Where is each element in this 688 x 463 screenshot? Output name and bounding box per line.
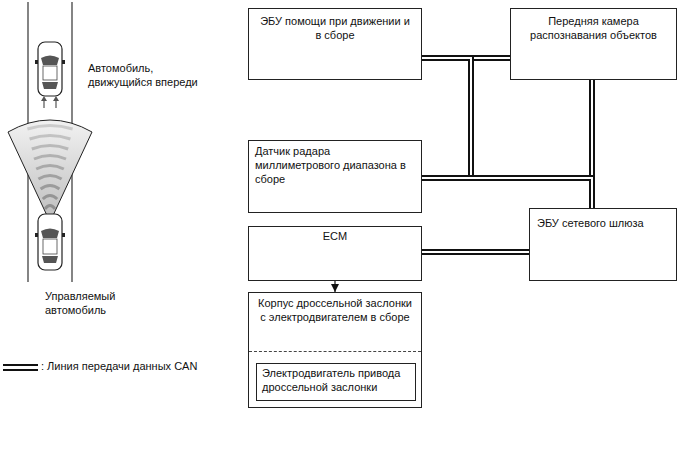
legend-text: : Линия передачи данных CAN [41, 360, 197, 374]
camera-box: Передняя камера распознавания объектов [510, 8, 677, 80]
beam-arrowhead [41, 96, 59, 101]
box-label: Датчик радара миллиметрового диапазона в… [255, 145, 415, 186]
can-line-gap [422, 178, 592, 208]
controlled-car [35, 214, 65, 270]
gateway-ecu-box: ЭБУ сетевого шлюза [529, 208, 677, 281]
radar-wave [41, 186, 60, 190]
radar-wave [43, 196, 57, 200]
ecu-box: ЭБУ помощи при движении и в сборе [248, 8, 422, 80]
can-bus-line [422, 58, 592, 208]
beam-arrow [44, 100, 56, 108]
box-label: Электродвигатель привода дроссельной зас… [262, 367, 410, 395]
divider-line [249, 351, 421, 352]
vehicle-label: Управляемый автомобиль [45, 290, 155, 318]
box-label: Передняя камера распознавания объектов [519, 15, 668, 43]
ecm-box: ECM [248, 226, 422, 281]
can-bus-line [422, 252, 529, 253]
signal-arrow [335, 281, 336, 292]
can-line-gap [422, 58, 592, 208]
can-line-sample [3, 365, 38, 370]
radar-beam [8, 120, 92, 222]
radar-wave [27, 126, 72, 130]
can-bus-line [422, 178, 592, 208]
box-label: ЭБУ сетевого шлюза [537, 217, 669, 231]
radar-wave [38, 176, 61, 180]
radar-sensor-box: Датчик радара миллиметрового диапазона в… [248, 140, 422, 213]
radar-wave [32, 146, 68, 150]
throttle-motor-box: Электродвигатель привода дроссельной зас… [256, 363, 416, 401]
arrow-line [334, 281, 335, 292]
can-line-outer [422, 58, 592, 208]
radar-wave [34, 156, 66, 160]
can-line-outer [422, 249, 529, 255]
radar-wave [36, 166, 64, 170]
radar-waves [27, 126, 72, 210]
box-label: ECM [255, 230, 415, 244]
radar-wave [45, 206, 55, 210]
can-line-outer [422, 178, 592, 208]
box-label: ЭБУ помощи при движении и в сборе [257, 15, 413, 43]
vehicle-label: Автомобиль, движущийся впереди [88, 62, 206, 90]
can-line-gap [422, 251, 529, 253]
radar-wave [30, 136, 71, 140]
throttle-body-box: Корпус дроссельной заслонки с электродви… [248, 292, 422, 408]
lead-car [35, 42, 65, 96]
box-label: Корпус дроссельной заслонки с электродви… [255, 297, 415, 325]
